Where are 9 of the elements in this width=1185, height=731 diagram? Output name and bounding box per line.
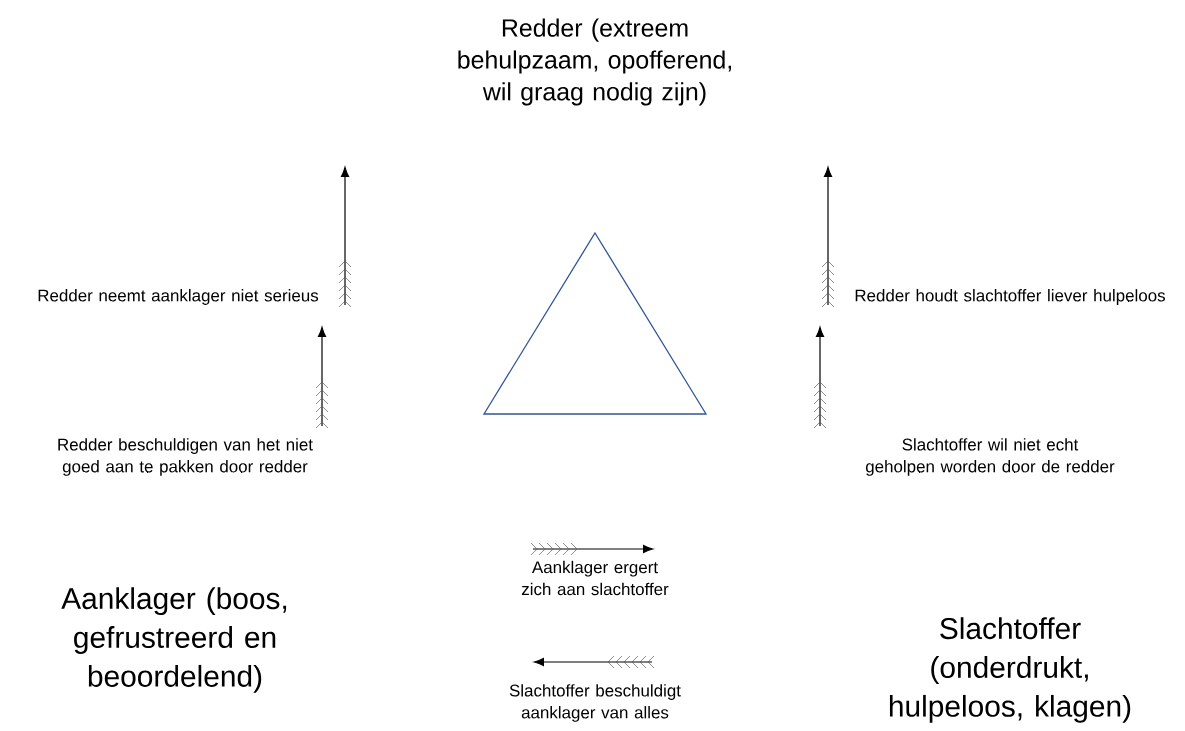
- caption-text: Redder houdt slachtoffer liever hulpeloos: [855, 289, 1165, 305]
- caption-text: Slachtoffer beschuldigt aanklager van alles: [509, 684, 681, 722]
- caption-text: Aanklager ergert zich aan slachtoffer: [521, 560, 669, 596]
- caption-text: Slachtoffer wil niet echt geholpen worden door de redder: [865, 438, 1115, 476]
- caption-text: Redder beschuldigen van het niet goed aan te pakken door redder: [58, 438, 313, 476]
- caption-text: Redder neemt aanklager niet serieus: [38, 289, 319, 305]
- role-label: Redder (extreem behulpzaam, opofferend, wil graag nodig zijn): [458, 18, 731, 106]
- role-label: Slachtoffer (onderdrukt, hulpeloos, klagen): [889, 617, 1131, 723]
- role-label: Aanklager (boos, gefrustreerd en beoordelend): [61, 587, 287, 693]
